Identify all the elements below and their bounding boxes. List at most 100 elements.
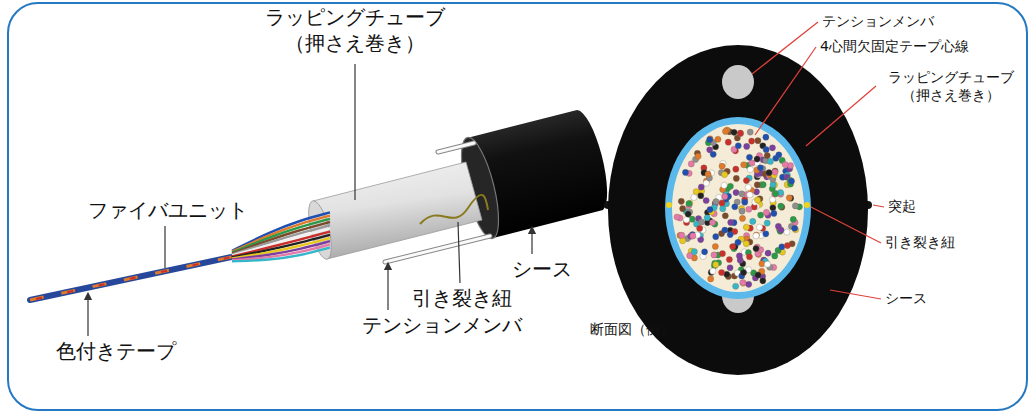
fiber-dot: [707, 206, 713, 212]
fiber-dot: [719, 163, 725, 169]
fiber-dot: [705, 171, 711, 177]
fiber-dot: [711, 252, 717, 258]
fiber-dot: [779, 244, 785, 250]
fiber-dot: [764, 152, 770, 158]
fiber-dot: [740, 280, 746, 286]
fiber-dot: [715, 136, 721, 142]
fiber-dots: [674, 127, 803, 289]
frame: [8, 3, 1027, 410]
part-label: ラッピングチューブ （押さえ巻き）: [876, 68, 1026, 104]
fiber-dot: [698, 184, 704, 190]
part-label: 引き裂き紐: [412, 285, 512, 311]
fiber-strand: [232, 244, 330, 260]
part-label: テンションメンバ: [362, 312, 522, 338]
part-label: 突起: [888, 197, 916, 215]
part-label: ラッピングチューブ （押さえ巻き）: [245, 4, 465, 56]
fiber-dot: [788, 178, 794, 184]
fiber-dot: [691, 249, 697, 255]
wrapping-tube-section: [665, 117, 811, 299]
fiber-dot: [709, 219, 715, 225]
fiber-dot: [710, 151, 716, 157]
tension-member: [385, 236, 490, 262]
fiber-dot: [733, 175, 739, 181]
fiber-dot: [754, 156, 760, 162]
fiber-dot: [776, 152, 782, 158]
fiber-dot: [722, 193, 728, 199]
colored-tape: [36, 253, 250, 299]
fiber-dot: [770, 196, 776, 202]
fiber-dot: [747, 129, 753, 135]
fiber-dot: [703, 197, 709, 203]
fiber-dot: [763, 231, 769, 237]
tension-member: [385, 236, 490, 262]
fiber-dot: [756, 224, 762, 230]
fiber-dot: [695, 153, 701, 159]
fiber-dot: [769, 145, 775, 151]
fiber-dot: [764, 261, 770, 267]
fiber-dot: [690, 233, 696, 239]
fiber-dot: [708, 276, 714, 282]
fiber-dot: [786, 195, 792, 201]
fiber-dot: [764, 220, 770, 226]
fiber-dot: [689, 216, 695, 222]
fiber-strand: [232, 248, 330, 262]
fiber-dot: [702, 249, 708, 255]
fiber-dot: [721, 182, 727, 188]
fiber-dot: [745, 184, 751, 190]
fiber-dot: [707, 136, 713, 142]
part-label: 4心間欠固定テープ心線: [820, 37, 969, 55]
part-label: シース: [512, 256, 572, 282]
fiber-dot: [735, 239, 741, 245]
fiber-dot: [683, 217, 689, 223]
fiber-dot: [763, 134, 769, 140]
fiber-dot: [746, 281, 752, 287]
fiber-dot: [744, 143, 750, 149]
fiber-dot: [772, 191, 778, 197]
fiber-unit: [30, 253, 250, 300]
rip-cord-section: [804, 202, 810, 208]
part-label: 引き裂き紐: [885, 233, 955, 251]
fiber-dot: [784, 242, 790, 248]
fiber-dot: [749, 138, 755, 144]
fiber-dot: [772, 169, 778, 175]
fiber-dot: [733, 166, 739, 172]
leader-lines: [88, 64, 532, 336]
fiber-dot: [770, 205, 776, 211]
fiber-dot: [691, 194, 697, 200]
fiber-dot: [680, 238, 686, 244]
fiber-dot: [743, 224, 749, 230]
fiber-dot: [713, 234, 719, 240]
fiber-dot: [722, 128, 728, 134]
fiber-dot: [753, 232, 759, 238]
fiber-dot: [790, 216, 796, 222]
fiber-dot: [765, 250, 771, 256]
fiber-dot: [743, 241, 749, 247]
fiber-dot: [707, 137, 713, 143]
fiber-dot: [746, 154, 752, 160]
fiber-dot: [727, 265, 733, 271]
fiber-dot: [763, 209, 769, 215]
fiber-dot: [792, 203, 798, 209]
fiber-dot: [792, 225, 798, 231]
fiber-dot: [697, 225, 703, 231]
fiber-dot: [746, 206, 752, 212]
fiber-dot: [739, 208, 745, 214]
fiber-dot: [784, 229, 790, 235]
fiber-area: [672, 124, 804, 292]
fiber-dot: [746, 254, 752, 260]
fiber-dot: [766, 170, 772, 176]
fiber-dot: [749, 160, 755, 166]
fiber-dot: [747, 192, 753, 198]
fiber-dot: [759, 261, 765, 267]
fiber-dot: [742, 199, 748, 205]
fiber-dot: [758, 212, 764, 218]
fiber-dot: [760, 278, 766, 284]
fiber-dot: [712, 243, 718, 249]
fiber-dot: [737, 130, 743, 136]
fiber-dot: [736, 253, 742, 259]
part-label: ファイバユニット: [88, 197, 248, 223]
rip-cord: [420, 195, 488, 224]
fiber-dot: [678, 198, 684, 204]
fiber-dot: [719, 200, 725, 206]
fiber-dot: [721, 171, 727, 177]
